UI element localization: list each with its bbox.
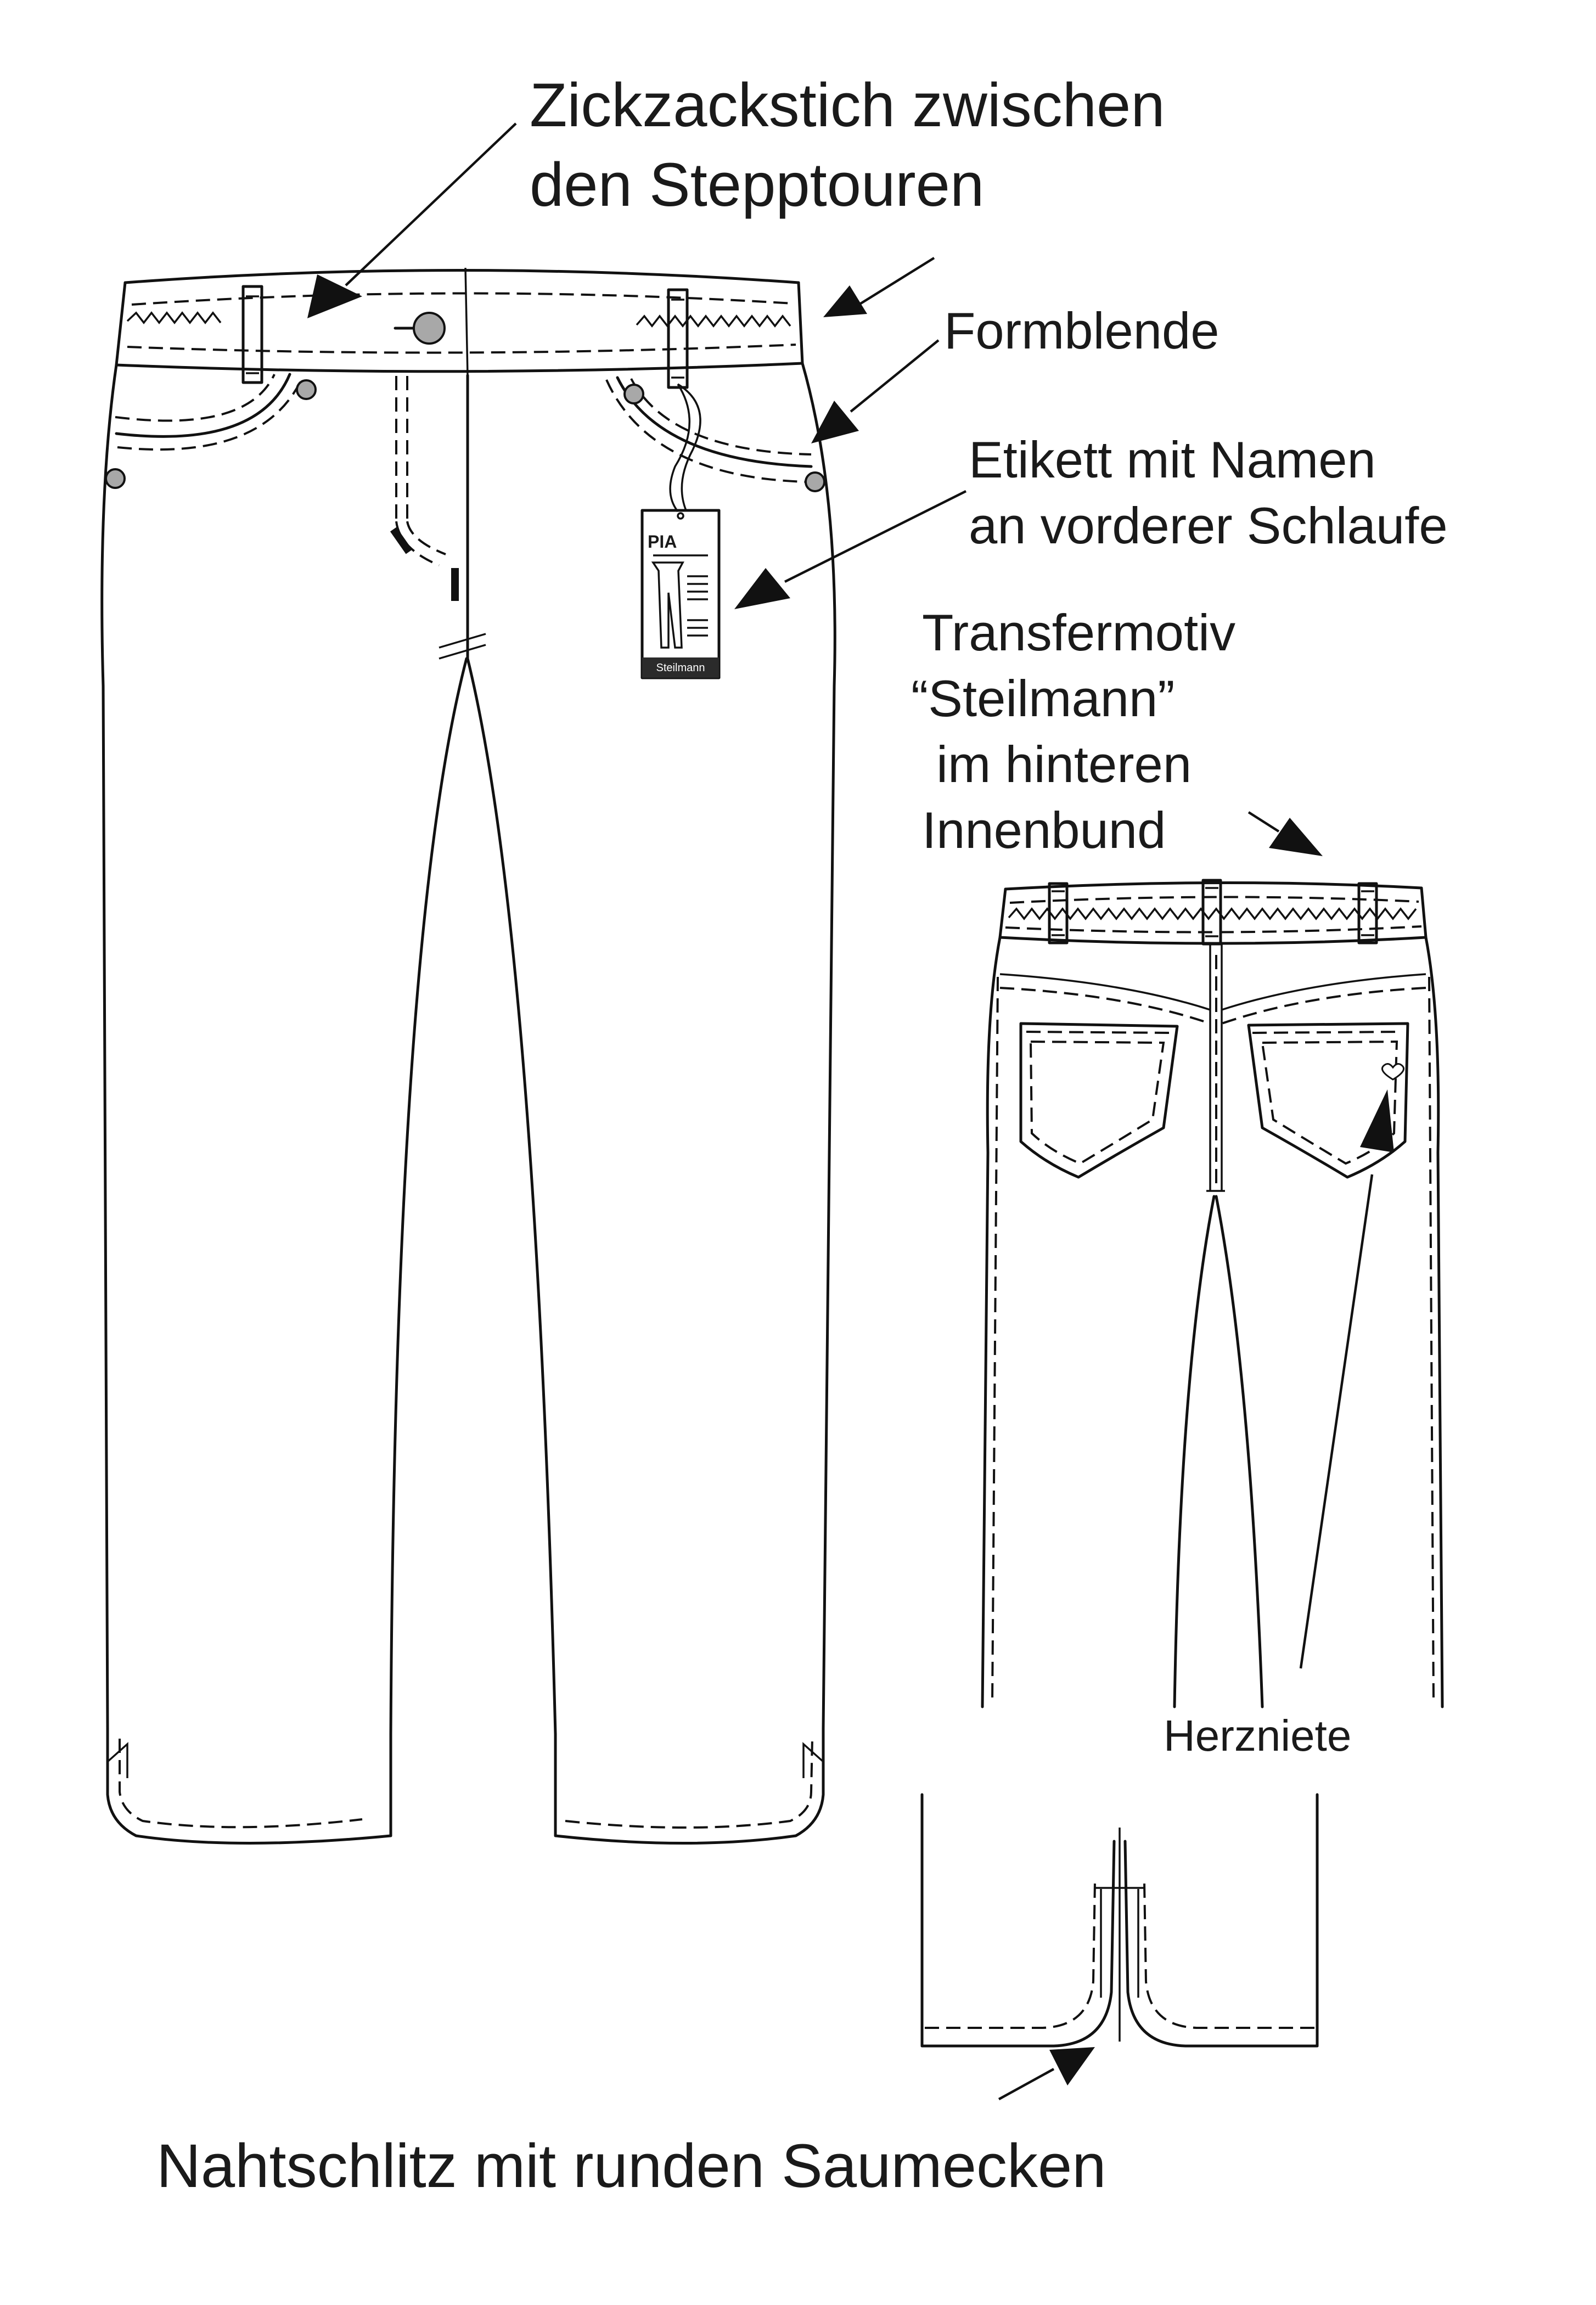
front-legs xyxy=(100,362,836,1845)
front-pocket-left xyxy=(105,373,317,489)
hang-tag-name: PIA xyxy=(648,532,677,552)
annotation-seam-slit: Nahtschlitz mit runden Saumecken xyxy=(156,2132,1106,2200)
hang-tag: PIA Steilmann xyxy=(640,383,721,679)
front-pocket-right xyxy=(605,376,825,492)
front-waistband xyxy=(115,267,804,376)
waist-button xyxy=(413,312,446,345)
pocket-rivet xyxy=(105,468,126,489)
back-pocket-left xyxy=(1019,1022,1179,1179)
back-belt-loops xyxy=(1048,879,1378,946)
annotation-zigzag-line1: Zickzackstich zwischen xyxy=(530,71,1165,139)
front-belt-loop-right xyxy=(667,288,689,389)
hang-tag-brand: Steilmann xyxy=(656,662,705,674)
pocket-rivet xyxy=(296,379,317,400)
annotation-label-line2: an vorderer Schlaufe xyxy=(969,497,1448,554)
back-zigzag-stitch xyxy=(1008,907,1417,920)
annotation-transfer-line1: Transfermotiv xyxy=(922,604,1235,661)
back-legs xyxy=(981,936,1444,1708)
annotation-transfer-line3: im hinteren xyxy=(922,735,1192,793)
annotation-shaped-facing: Formblende xyxy=(944,302,1220,359)
callout-arrows xyxy=(307,122,1394,2100)
front-fly xyxy=(390,374,486,660)
hang-tag-brand-bar xyxy=(642,657,719,678)
annotation-zigzag-line2: den Stepptouren xyxy=(530,150,984,219)
front-zigzag-stitch-left xyxy=(126,311,222,324)
annotation-transfer-line4: Innenbund xyxy=(922,801,1166,859)
back-view xyxy=(981,879,1444,1708)
annotation-transfer-line2: “Steilmann” xyxy=(911,670,1175,727)
back-center-seam xyxy=(1206,943,1225,1192)
heart-rivet-icon xyxy=(1381,1063,1404,1081)
annotation-heart-rivet: Herzniete xyxy=(1164,1711,1351,1760)
hang-tag-text-lines xyxy=(653,554,708,637)
pocket-rivet xyxy=(805,471,825,492)
front-view: PIA Steilmann xyxy=(100,267,836,1845)
pocket-rivet xyxy=(623,384,644,404)
back-yoke xyxy=(999,973,1426,1025)
hem-slit-detail xyxy=(920,1793,1319,2048)
front-belt-loop-left xyxy=(241,285,263,384)
front-zigzag-stitch-right xyxy=(636,314,791,328)
annotation-label-line1: Etikett mit Namen xyxy=(969,431,1376,488)
